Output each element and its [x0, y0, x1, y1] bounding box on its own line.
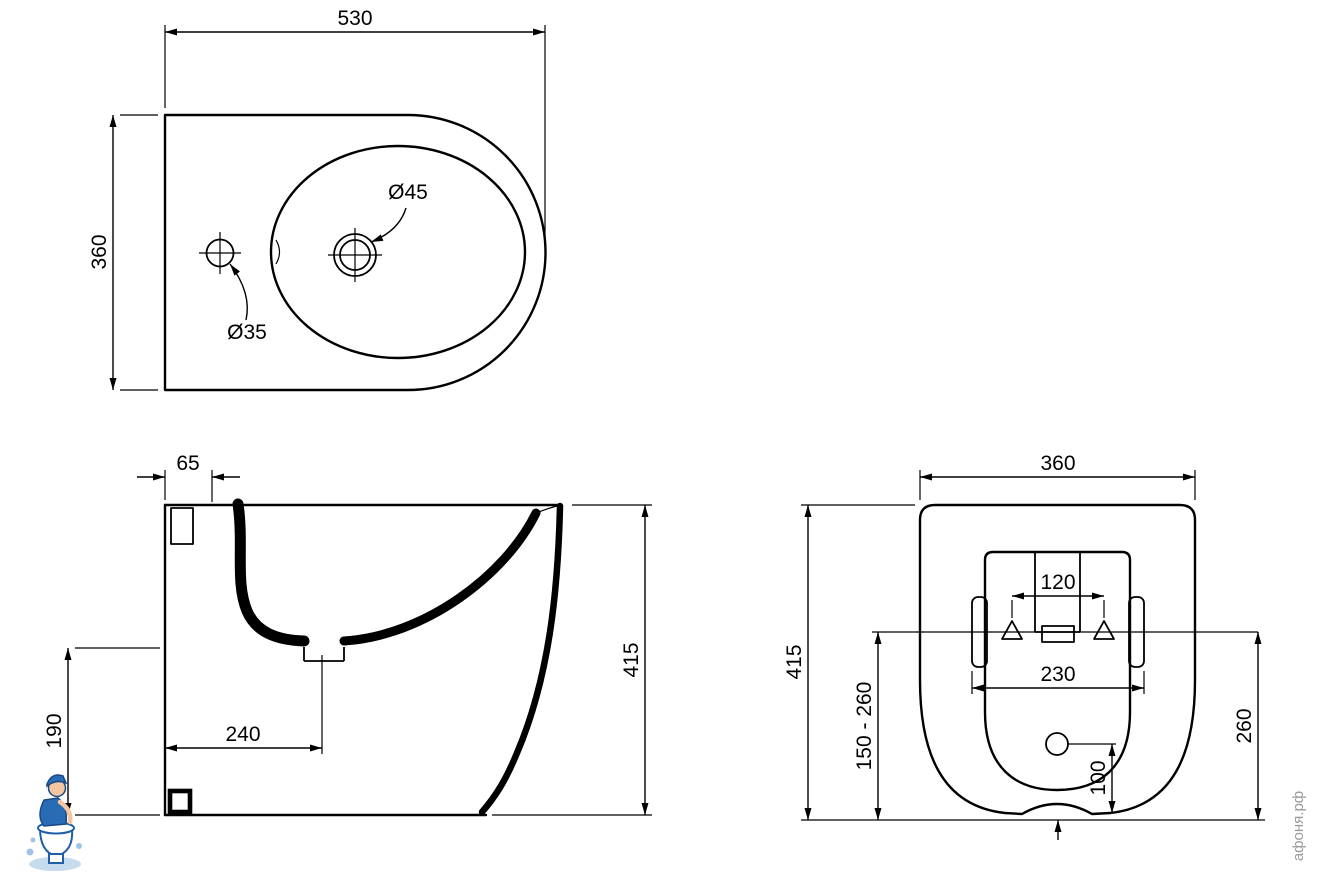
fixing-hole-bottom	[167, 788, 193, 815]
dim-label-back-offset: 65	[176, 452, 199, 475]
fixing-bracket-right	[1128, 596, 1145, 668]
logo-drop	[26, 848, 34, 856]
faucet-diameter-label: Ø35	[227, 321, 267, 344]
fixing-hole-marker-right	[1093, 620, 1115, 640]
logo-drop	[30, 837, 36, 843]
dim-bracket-spacing: 230	[971, 663, 1145, 694]
dim-label-rear-width: 360	[1040, 452, 1075, 475]
dim-inlet-height: 260	[1233, 632, 1262, 820]
dim-outlet-depth: 240	[165, 723, 322, 752]
rear-outline	[918, 503, 1197, 816]
drain-leader-line	[370, 207, 407, 243]
dim-rear-width: 360	[919, 452, 1196, 500]
water-inlet-hole	[1045, 732, 1069, 756]
faucet-block-base	[1041, 625, 1075, 643]
logo-plumber	[26, 774, 82, 871]
dim-fixing-hole-spacing: 120	[1011, 571, 1105, 618]
drain-hole: Ø45	[328, 181, 428, 282]
fixing-hole-top	[170, 507, 194, 545]
side-view: 65 415 190 240	[43, 452, 652, 817]
dim-label-fixing-range: 150 - 260	[853, 682, 876, 771]
drain-outlet-lines	[303, 647, 345, 662]
dim-outlet-height: 190	[43, 647, 160, 816]
dim-side-height: 415	[492, 504, 652, 816]
top-view-outline	[163, 113, 547, 392]
fixing-hole-marker-left	[1001, 620, 1023, 640]
logo-drop	[76, 843, 82, 849]
dim-top-depth: 360	[88, 114, 158, 391]
dim-label-outlet-height: 190	[43, 713, 66, 748]
rear-view: 360 415 150 - 260 260 230	[783, 452, 1265, 840]
inlet-slot	[275, 239, 281, 265]
dim-back-offset: 65	[137, 452, 240, 502]
logo-arm	[57, 799, 73, 825]
drain-outlet	[303, 647, 345, 754]
dim-label-inlet-offset: 100	[1087, 760, 1110, 795]
bowl-rim	[269, 144, 527, 360]
dim-label-top-width: 530	[337, 7, 372, 30]
logo-toilet-base	[48, 853, 64, 864]
dim-top-width: 530	[164, 7, 546, 246]
dim-inlet-offset: 100	[1087, 744, 1116, 813]
dim-label-outlet-depth: 240	[225, 723, 260, 746]
faucet-leader-line	[229, 263, 248, 321]
drain-diameter-label: Ø45	[388, 181, 428, 204]
front-profile	[478, 502, 564, 816]
top-view: Ø35 Ø45 530 360	[88, 7, 547, 392]
watermark-text: афоня.рф	[1290, 791, 1307, 861]
logo-cap	[46, 774, 68, 788]
dim-label-inlet-height: 260	[1233, 708, 1256, 743]
dim-label-side-height: 415	[620, 642, 643, 677]
dim-label-bracket-spacing: 230	[1040, 663, 1075, 686]
dim-fixing-height-range: 150 - 260	[853, 632, 882, 820]
dim-label-top-depth: 360	[88, 234, 111, 269]
dim-label-fixing-hole-spacing: 120	[1040, 571, 1075, 594]
bowl-front-wall-section	[339, 508, 541, 646]
fixing-bracket-left	[971, 596, 988, 668]
rim-connector	[535, 505, 558, 514]
dim-label-rear-height: 415	[783, 644, 806, 679]
rear-inner-body	[983, 550, 1132, 792]
faucet-hole: Ø35	[199, 232, 267, 344]
bowl-back-wall-section	[232, 498, 310, 647]
